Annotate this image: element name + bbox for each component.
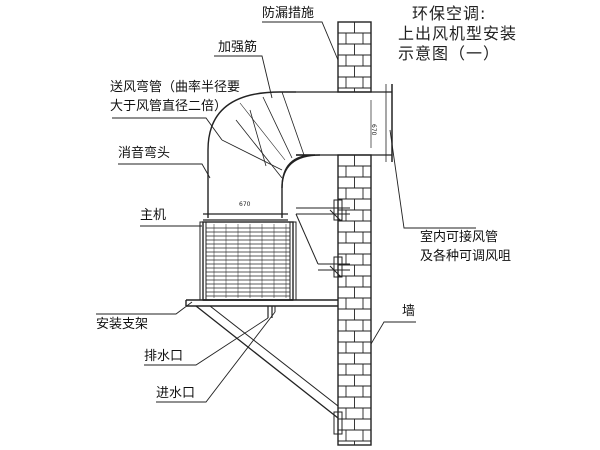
dimension-top: 670 — [239, 201, 251, 208]
title-line-3: 示意图（一） — [398, 44, 501, 63]
wall-anchors — [295, 199, 350, 435]
title-line-2: 上出风机型安装 — [398, 24, 518, 43]
label-elbow-line-2: 大于风管直径二倍） — [110, 99, 228, 114]
label-silencer-elbow: 消音弯头 — [118, 146, 171, 161]
label-main-unit: 主机 — [140, 208, 167, 223]
brick-wall — [337, 21, 372, 446]
diagram-title: 环保空调: 上出风机型安装 示意图（一） — [398, 4, 517, 64]
label-elbow-line-1: 送风弯管（曲率半径要 — [110, 80, 241, 95]
label-drain-outlet: 排水口 — [144, 349, 184, 364]
label-reinforcement: 加强筋 — [218, 40, 258, 55]
label-leak-prevention: 防漏措施 — [262, 6, 315, 21]
label-indoor-line-1: 室内可接风管 — [420, 230, 499, 245]
dimension-side: 670 — [370, 124, 377, 136]
wall-duct — [296, 84, 393, 162]
title-line-1: 环保空调: — [412, 4, 487, 23]
main-unit-body — [199, 221, 297, 301]
label-indoor-line-2: 及各种可调风咀 — [420, 249, 512, 264]
label-wall: 墙 — [402, 304, 416, 319]
label-mount-bracket: 安装支架 — [96, 317, 149, 332]
elbow-duct — [203, 91, 321, 221]
label-water-inlet: 进水口 — [156, 386, 196, 401]
mount-bracket-drawing — [185, 299, 339, 419]
leader-lines — [96, 21, 476, 403]
